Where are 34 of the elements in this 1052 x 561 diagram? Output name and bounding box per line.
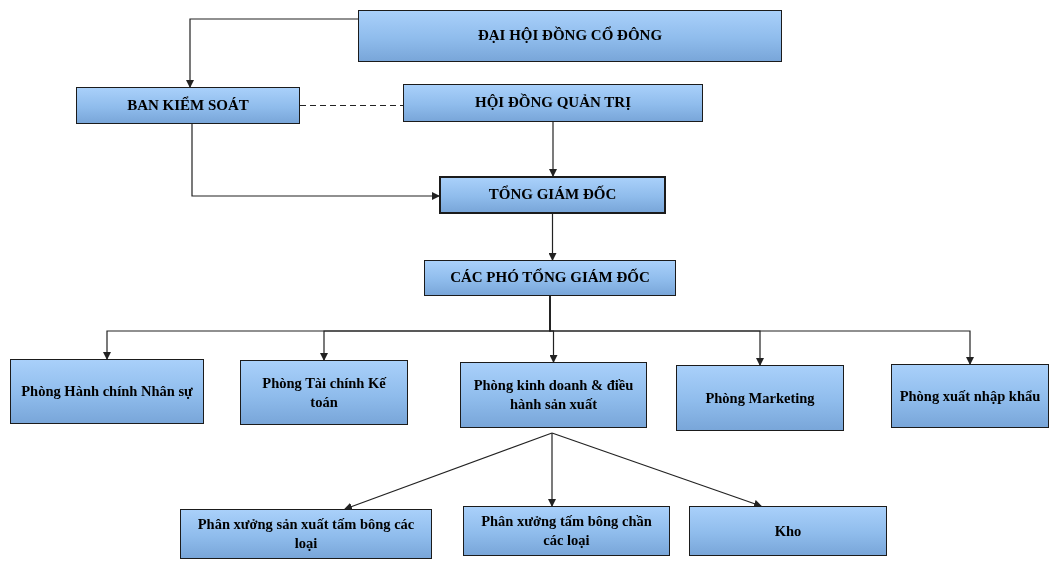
org-box [76,87,300,124]
box-label: HỘI ĐỒNG QUẢN TRỊ [475,93,631,113]
arrow [548,213,557,261]
box-label: BAN KIỂM SOÁT [127,95,249,115]
arrow [548,432,556,507]
arrow [191,123,440,200]
org-box [460,362,647,428]
org-box [358,10,782,62]
arrow [549,121,557,177]
org-box [676,365,844,431]
org-box [180,509,432,559]
arrow [551,432,762,508]
box-label: Phòng xuất nhập khẩu [899,386,1041,406]
dashed-connector [299,104,404,107]
box-label: Phân xưởng tấm bông chần các loại [480,512,653,550]
org-box [403,84,703,122]
org-box [10,359,204,424]
org-box [689,506,887,556]
box-label: Phòng Tài chính Kế toán [261,373,388,412]
box-label: Kho [774,521,802,541]
org-box [240,360,408,425]
box-label: TỔNG GIÁM ĐỐC [488,185,617,205]
box-label: Phòng kinh doanh & điều hành sản xuất [472,376,635,414]
org-box [463,506,670,556]
org-box [891,364,1049,428]
box-label: CÁC PHÓ TỔNG GIÁM ĐỐC [450,268,650,288]
box-label: ĐẠI HỘI ĐỒNG CỔ ĐÔNG [477,26,663,46]
box-label: Phòng Hành chính Nhân sự [21,382,193,401]
box-label: Phân xưởng sản xuất tấm bông các loại [196,515,416,553]
org-box [439,176,666,214]
org-box [424,260,676,296]
arrow [186,18,359,88]
arrow [344,432,553,511]
box-label: Phòng Marketing [705,388,815,408]
